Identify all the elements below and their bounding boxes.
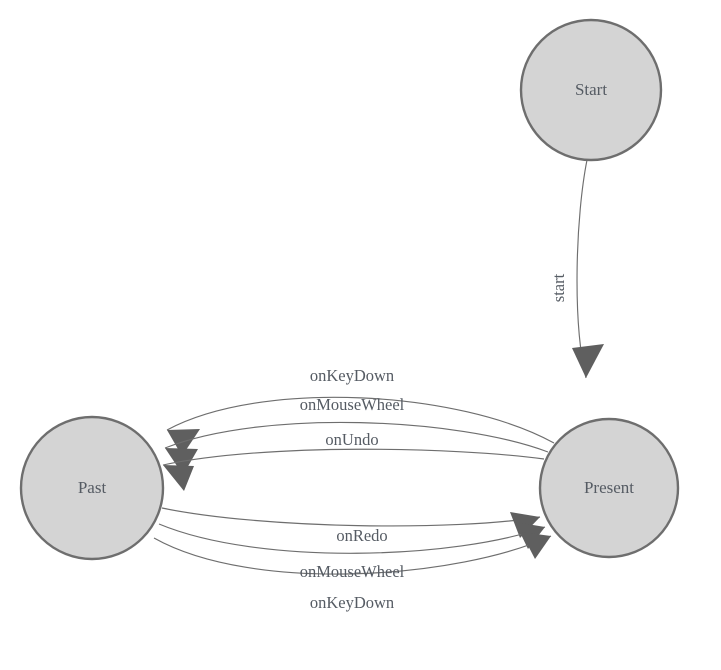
edge-line-present-to-past-2 (164, 421, 549, 453)
edge-line-present-to-past-1 (166, 396, 555, 444)
node-circle-present[interactable] (538, 417, 680, 559)
edge-start-to-present[interactable] (572, 159, 604, 379)
node-circle-start[interactable] (519, 18, 663, 162)
edge-label-present-to-past-1: onKeyDown (310, 366, 394, 385)
edge-line-present-to-past-3 (162, 448, 545, 466)
edge-line-start-to-present (576, 159, 588, 379)
edge-line-past-to-present-1 (161, 507, 541, 527)
arrowhead-icon (521, 532, 551, 559)
node-label-start: Start (575, 80, 607, 99)
node-start[interactable]: Start (519, 18, 663, 162)
edge-line-past-to-present-3 (153, 535, 552, 575)
node-circle-past[interactable] (19, 415, 165, 561)
arrowhead-icon (163, 465, 194, 491)
edge-label-past-to-present-2: onMouseWheel (300, 562, 405, 581)
node-label-past: Past (78, 478, 107, 497)
edge-label-start-to-present: start (549, 273, 568, 302)
arrowhead-icon (167, 429, 200, 456)
edge-labels-layer: start onKeyDown onMouseWheel onUndo onRedo on… (300, 273, 568, 611)
edge-label-present-to-past-2: onMouseWheel (300, 395, 405, 414)
edge-label-present-to-past-3: onUndo (325, 430, 378, 449)
node-label-present: Present (584, 478, 634, 497)
edge-present-to-past-3[interactable] (162, 448, 545, 491)
edge-present-to-past-1[interactable] (166, 396, 555, 456)
node-present[interactable]: Present (538, 417, 680, 559)
arrowhead-icon (572, 344, 604, 378)
edge-line-past-to-present-2 (158, 523, 546, 554)
edge-label-past-to-present-3: onKeyDown (310, 593, 394, 612)
node-past[interactable]: Past (19, 415, 165, 561)
edge-label-past-to-present-1: onRedo (336, 526, 387, 545)
edges-layer (153, 159, 604, 575)
edge-past-to-present-3[interactable] (153, 532, 552, 575)
